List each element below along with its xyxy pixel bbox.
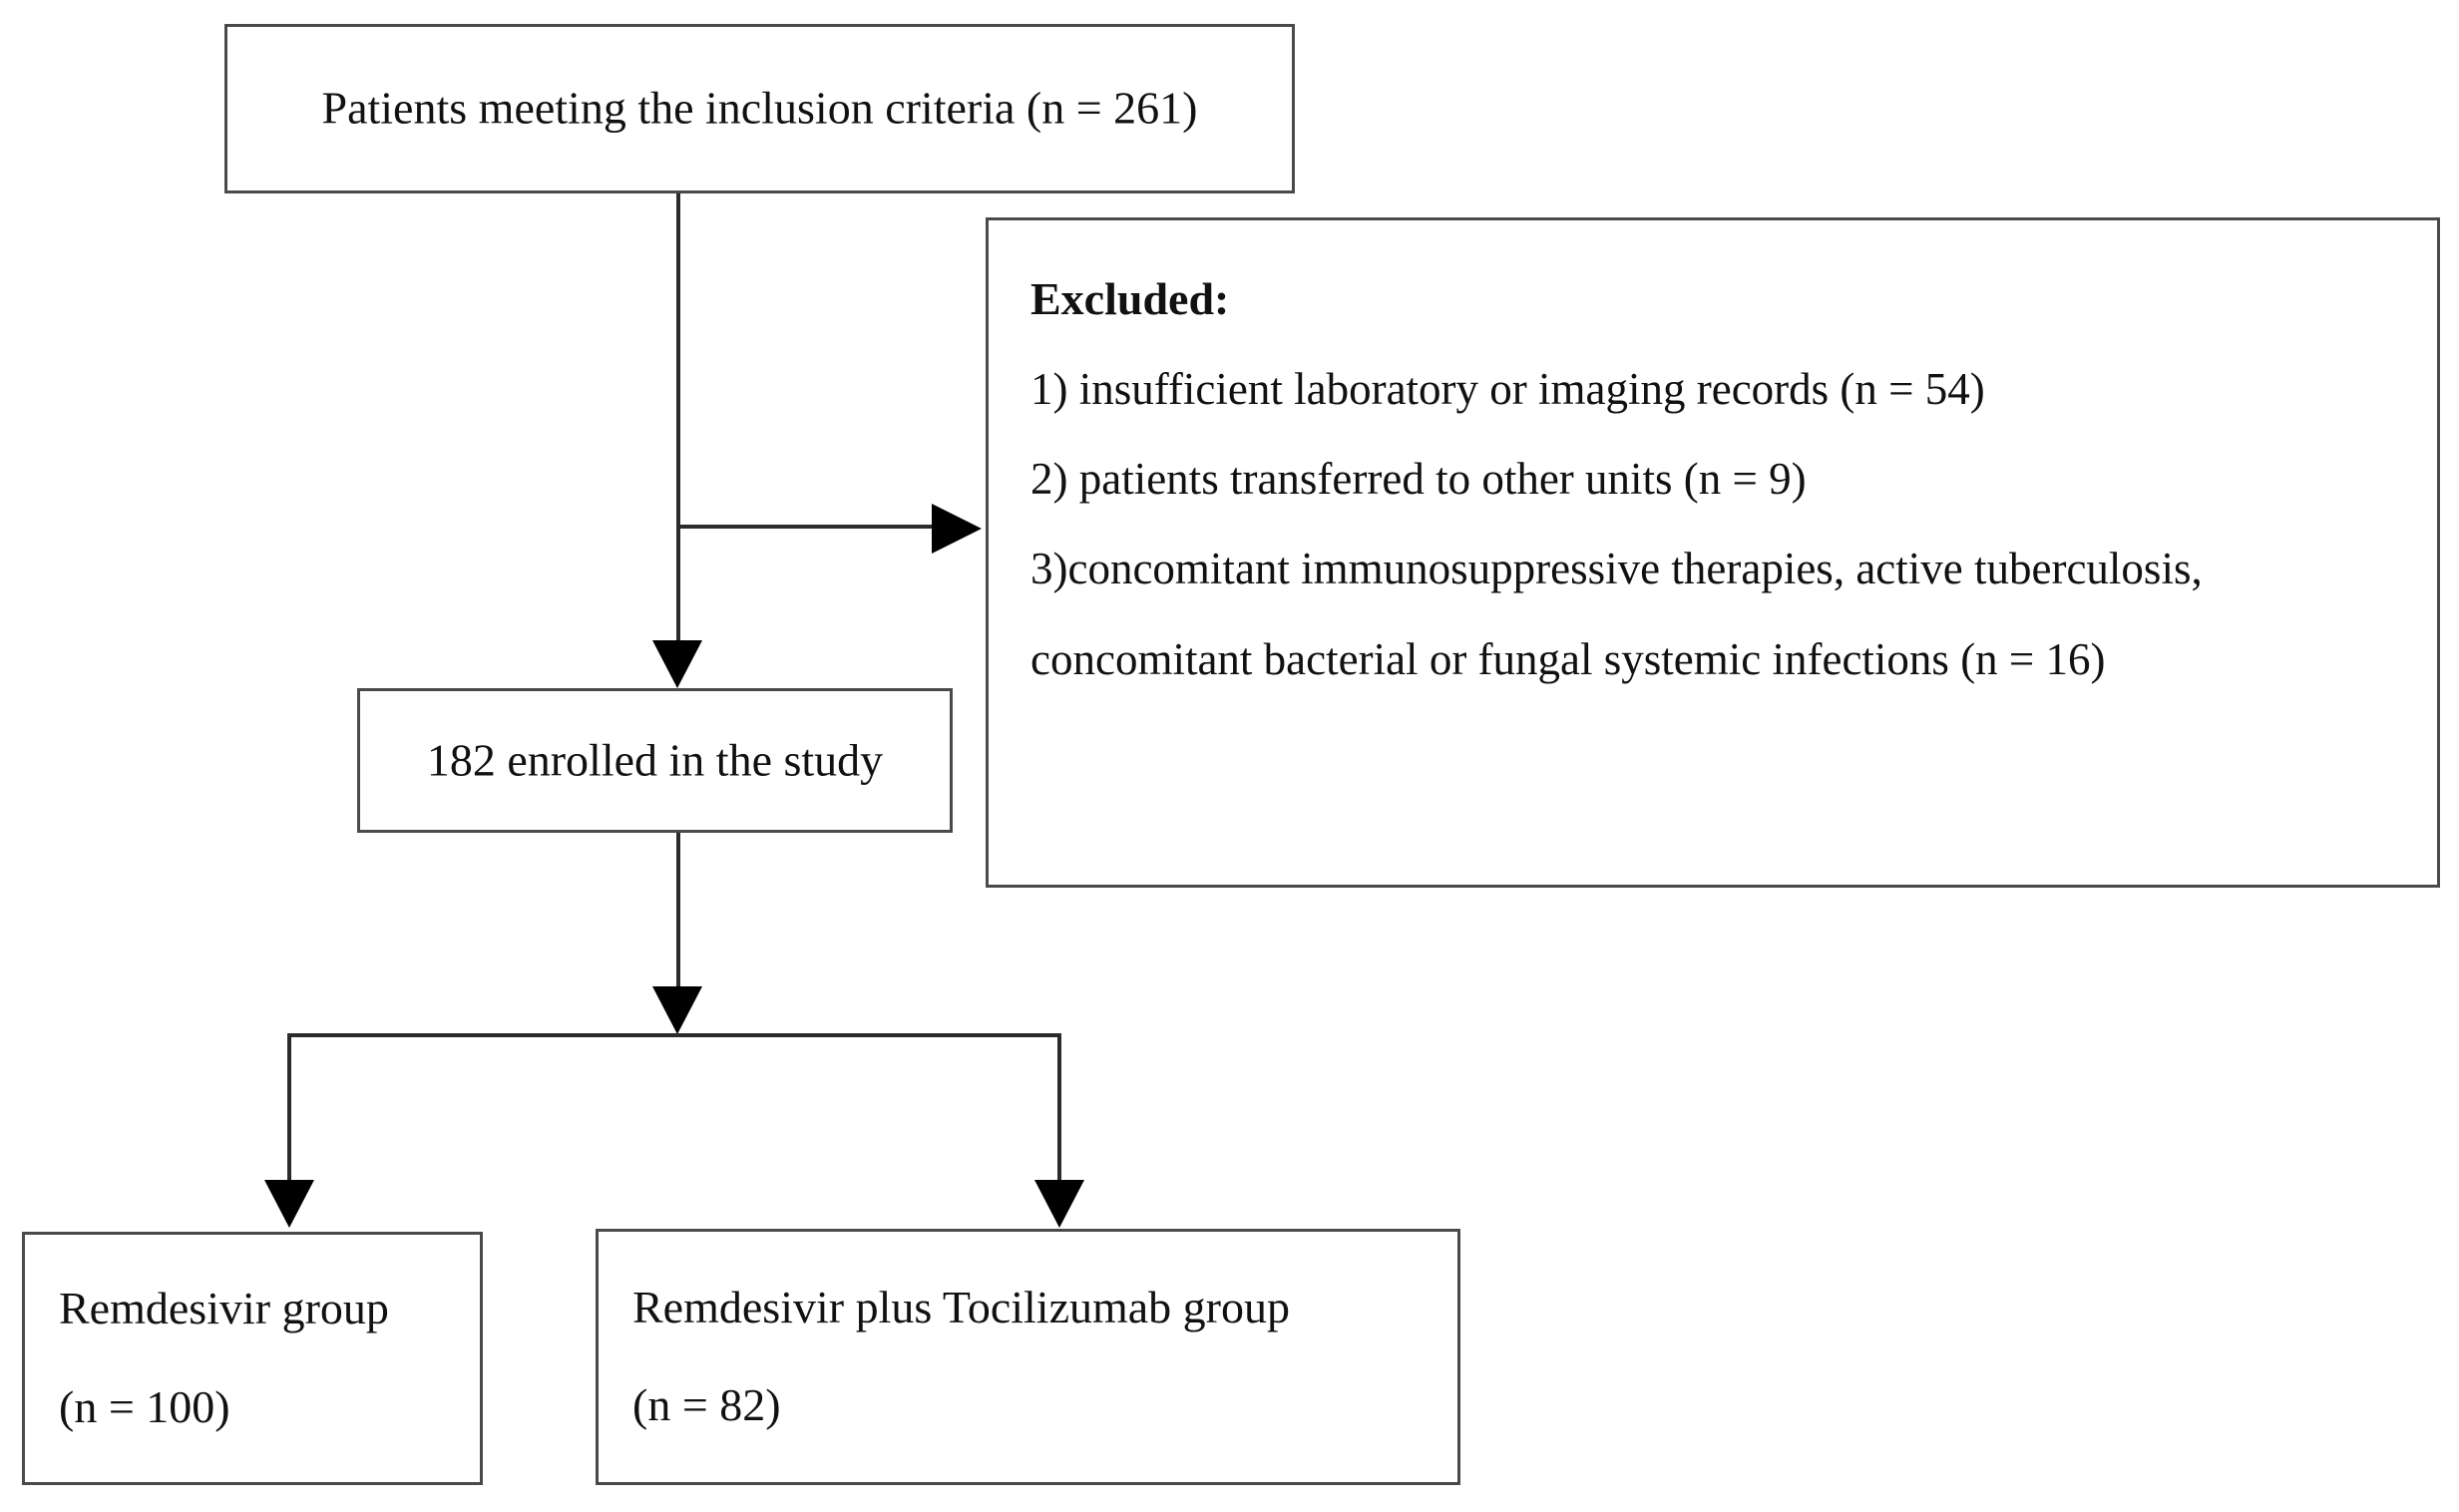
node-inclusion-criteria: Patients meeting the inclusion criteria … (224, 24, 1295, 193)
node-excluded-inner: Excluded: 1) insufficient laboratory or … (989, 220, 2437, 685)
node-excluded: Excluded: 1) insufficient laboratory or … (986, 217, 2440, 888)
node-remdesivir-tocilizumab-group-label: Remdesivir plus Tocilizumab group (632, 1281, 1291, 1332)
node-excluded-item-3-line-2: concomitant bacterial or fungal systemic… (1030, 633, 2106, 684)
node-excluded-heading: Excluded: (1030, 273, 1230, 324)
node-excluded-item-1: 1) insufficient laboratory or imaging re… (1030, 364, 1985, 414)
node-enrolled-inner: 182 enrolled in the study (360, 734, 950, 787)
arrowhead-split-to-remdesivir-tocilizumab (1034, 1180, 1084, 1228)
arrowhead-inclusion-to-enrolled (652, 640, 702, 688)
node-remdesivir-tocilizumab-group-inner: Remdesivir plus Tocilizumab group (n = 8… (599, 1282, 1457, 1433)
node-remdesivir-group-inner: Remdesivir group (n = 100) (25, 1283, 480, 1434)
node-inclusion-criteria-label: Patients meeting the inclusion criteria … (321, 82, 1198, 134)
node-excluded-item-3-line-1: 3)concomitant immunosuppressive therapie… (1030, 543, 2417, 594)
arrowhead-inclusion-to-excluded (932, 504, 982, 554)
node-remdesivir-tocilizumab-group: Remdesivir plus Tocilizumab group (n = 8… (596, 1229, 1460, 1485)
node-remdesivir-tocilizumab-group-count: (n = 82) (632, 1379, 781, 1431)
node-remdesivir-group-label: Remdesivir group (59, 1283, 389, 1334)
arrowhead-enrolled-to-split (652, 986, 702, 1034)
connector-split-to-remdesivir (287, 1033, 291, 1180)
connector-split-to-remdesivir-tocilizumab (1057, 1033, 1061, 1180)
connector-split-bar (287, 1033, 1061, 1037)
connector-inclusion-to-excluded (676, 525, 932, 529)
arrowhead-split-to-remdesivir (264, 1180, 314, 1228)
node-enrolled: 182 enrolled in the study (357, 688, 953, 833)
node-excluded-item-3-line-1-text: 3)concomitant immunosuppressive therapie… (1030, 544, 2203, 594)
node-remdesivir-group: Remdesivir group (n = 100) (22, 1232, 483, 1485)
node-excluded-item-2: 2) patients transferred to other units (… (1030, 454, 1807, 505)
node-inclusion-criteria-inner: Patients meeting the inclusion criteria … (227, 83, 1292, 136)
connector-enrolled-to-split (676, 833, 680, 986)
node-enrolled-label: 182 enrolled in the study (426, 734, 884, 786)
node-remdesivir-group-count: (n = 100) (59, 1381, 230, 1432)
connector-inclusion-to-enrolled (676, 193, 680, 642)
